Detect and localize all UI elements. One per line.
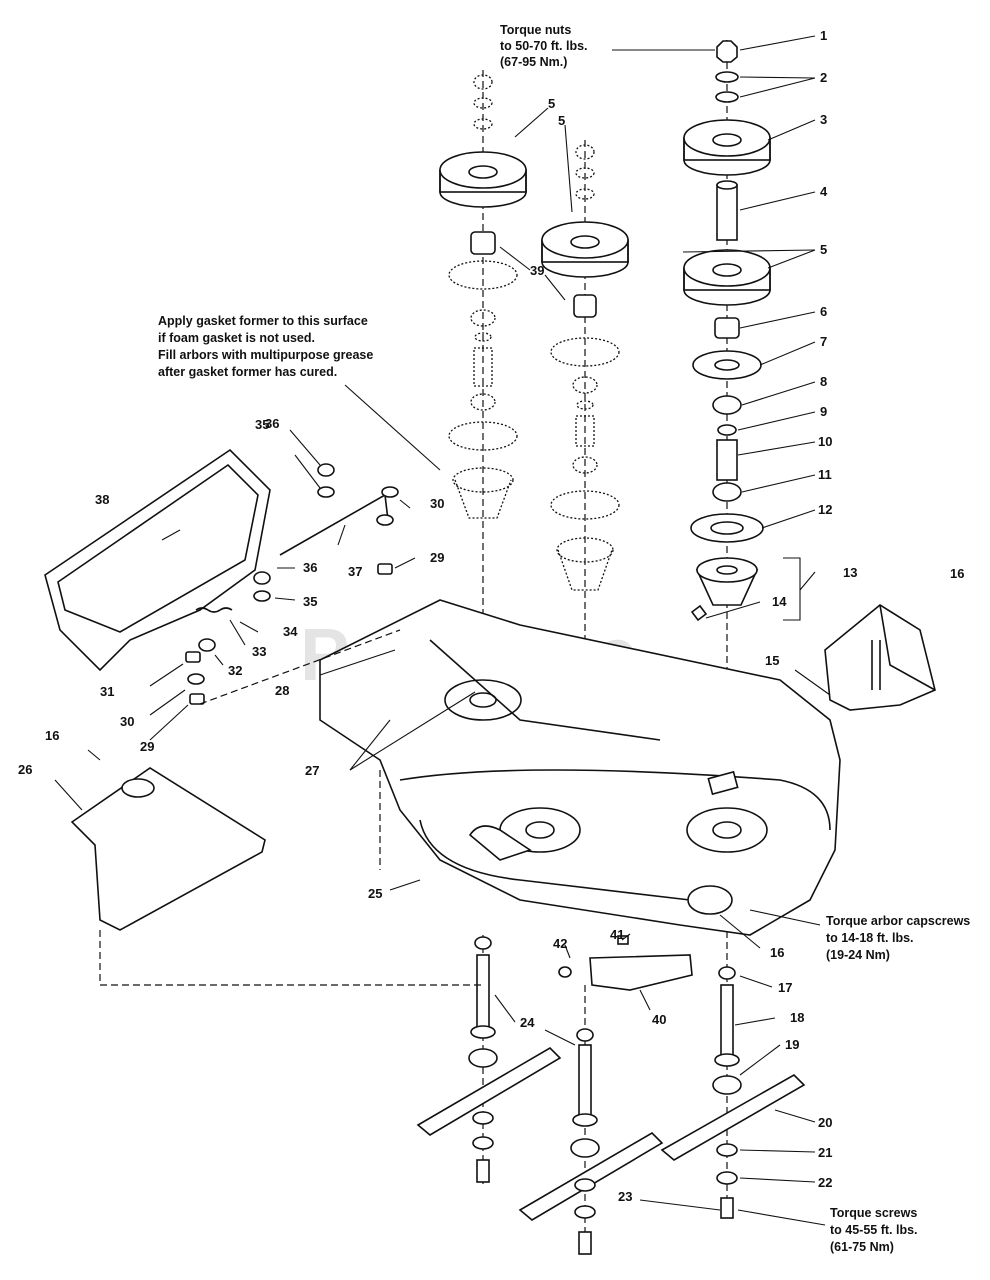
- svg-text:Torque nuts: Torque nuts: [500, 23, 571, 37]
- callout-19: 19: [785, 1037, 799, 1052]
- svg-text:Torque arbor capscrews: Torque arbor capscrews: [826, 914, 970, 928]
- callout-42: 42: [553, 936, 567, 951]
- callout-3: 3: [820, 112, 827, 127]
- svg-text:(61-75 Nm): (61-75 Nm): [830, 1240, 894, 1254]
- leader-lines: [54, 35, 831, 1226]
- callout-38: 38: [95, 492, 109, 507]
- callout-12: 12: [818, 502, 832, 517]
- svg-text:to 45-55 ft. lbs.: to 45-55 ft. lbs.: [830, 1223, 918, 1237]
- callout-35: 35: [303, 594, 317, 609]
- callout-28: 28: [275, 683, 289, 698]
- callout-13: 13: [843, 565, 857, 580]
- svg-text:to 14-18 ft. lbs.: to 14-18 ft. lbs.: [826, 931, 914, 945]
- callout-32: 32: [228, 663, 242, 678]
- svg-text:to 50-70 ft. lbs.: to 50-70 ft. lbs.: [500, 39, 588, 53]
- callout-15: 15: [765, 653, 779, 668]
- svg-text:if foam gasket is not used.: if foam gasket is not used.: [158, 331, 315, 345]
- callout-30: 30: [120, 714, 134, 729]
- callout-16: 16: [770, 945, 784, 960]
- callout-18: 18: [790, 1010, 804, 1025]
- belt-cover: [824, 604, 936, 711]
- deflector-shield: [70, 767, 266, 931]
- left-spindle-stack: [439, 70, 527, 700]
- callout-24: 24: [520, 1015, 535, 1030]
- callout-6: 6: [820, 304, 827, 319]
- callout-33: 33: [252, 644, 266, 659]
- svg-text:(67-95 Nm.): (67-95 Nm.): [500, 55, 567, 69]
- callout-5: 5: [548, 96, 555, 111]
- callout-40: 40: [652, 1012, 666, 1027]
- callout-29: 29: [140, 739, 154, 754]
- callout-20: 20: [818, 1115, 832, 1130]
- callout-2: 2: [820, 70, 827, 85]
- callout-7: 7: [820, 334, 827, 349]
- callout-23: 23: [618, 1189, 632, 1204]
- note-gasket-former: Apply gasket former to this surface if f…: [158, 314, 373, 379]
- callout-37: 37: [348, 564, 362, 579]
- callout-10: 10: [818, 434, 832, 449]
- callout-30: 30: [430, 496, 444, 511]
- callout-25: 25: [368, 886, 382, 901]
- callout-41: 41: [610, 927, 624, 942]
- callout-5: 5: [558, 113, 565, 128]
- svg-text:(19-24 Nm): (19-24 Nm): [826, 948, 890, 962]
- mower-deck-housing: [319, 599, 841, 936]
- svg-text:Apply gasket former to this su: Apply gasket former to this surface: [158, 314, 368, 328]
- callout-22: 22: [818, 1175, 832, 1190]
- callout-34: 34: [283, 624, 298, 639]
- right-spindle-stack: [683, 40, 771, 1215]
- note-torque-screws: Torque screws to 45-55 ft. lbs. (61-75 N…: [830, 1206, 918, 1254]
- callout-36: 36: [303, 560, 317, 575]
- svg-text:Fill arbors with multipurpose: Fill arbors with multipurpose grease: [158, 348, 373, 362]
- callout-21: 21: [818, 1145, 832, 1160]
- callout-27: 27: [305, 763, 319, 778]
- callout-26: 26: [18, 762, 32, 777]
- callout-9: 9: [820, 404, 827, 419]
- callout-1: 1: [820, 28, 827, 43]
- callout-numbers: 1 2 3 4 5 5 5 6 7 8 9 10 11 12 13 14 15 …: [18, 28, 964, 1204]
- chute-rod-hardware: [185, 463, 399, 705]
- callout-29: 29: [430, 550, 444, 565]
- discharge-chute: [44, 448, 271, 672]
- center-spindle-stack: [541, 140, 629, 820]
- svg-text:after gasket former has cured.: after gasket former has cured.: [158, 365, 337, 379]
- callout-11: 11: [818, 467, 832, 482]
- callout-14: 14: [772, 594, 787, 609]
- callout-16: 16: [950, 566, 964, 581]
- note-arbor-capscrews: Torque arbor capscrews to 14-18 ft. lbs.…: [826, 914, 970, 962]
- svg-text:Torque screws: Torque screws: [830, 1206, 917, 1220]
- callout-17: 17: [778, 980, 792, 995]
- callout-8: 8: [820, 374, 827, 389]
- callout-39: 39: [530, 263, 544, 278]
- note-torque-nuts: Torque nuts to 50-70 ft. lbs. (67-95 Nm.…: [500, 23, 588, 69]
- callout-16: 16: [45, 728, 59, 743]
- callout-31: 31: [100, 684, 114, 699]
- callout-35: 35: [255, 417, 269, 432]
- callout-4: 4: [820, 184, 828, 199]
- lower-spindle-blade-assemblies: [416, 935, 806, 1255]
- callout-36: 36: [265, 416, 279, 431]
- callout-5: 5: [820, 242, 827, 257]
